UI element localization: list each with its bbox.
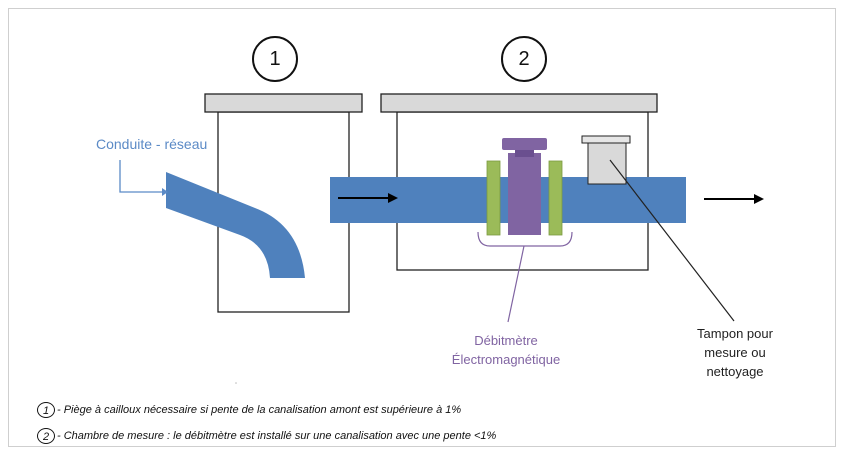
manhole-label: Tampon pour mesure ou nettoyage — [676, 324, 794, 381]
chamber-2-number-badge: 2 — [501, 36, 547, 82]
manhole-label-line1: Tampon pour — [697, 326, 773, 341]
meter-body — [508, 153, 541, 235]
pipe-network-label: Conduite - réseau — [96, 136, 208, 152]
flowmeter-callout-line — [507, 245, 525, 323]
meter-neck — [515, 149, 534, 157]
legend-number-1: 1 — [37, 402, 55, 418]
manhole-label-line2: mesure ou — [704, 345, 766, 360]
flowmeter-label-line2: Électromagnétique — [451, 352, 561, 367]
legend-text-1: - Piège à cailloux nécessaire si pente d… — [57, 404, 462, 416]
manhole-cap — [581, 135, 631, 144]
flange-right — [548, 160, 563, 236]
chamber-1-lid — [204, 93, 363, 113]
inlet-pipe — [166, 172, 305, 278]
flow-arrow-in-head — [388, 193, 398, 203]
flowmeter-label: Débitmètre Électromagnétique — [436, 331, 576, 369]
chamber-2-lid — [380, 93, 658, 113]
stray-dot — [235, 382, 237, 384]
flow-arrow-out-head — [754, 194, 764, 204]
manhole-body — [587, 142, 627, 185]
manhole-callout-line — [609, 159, 735, 322]
chamber-1-number-badge: 1 — [252, 36, 298, 82]
pipe-callout-line — [119, 160, 162, 193]
legend-item-2: 2 - Chambre de mesure : le débitmètre es… — [37, 428, 496, 444]
figure-frame — [8, 8, 836, 447]
pipe-callout-arrowhead — [162, 188, 168, 196]
legend-number-2: 2 — [37, 428, 55, 444]
legend-item-1: 1 - Piège à cailloux nécessaire si pente… — [37, 402, 461, 418]
legend-text-2: - Chambre de mesure : le débitmètre est … — [57, 430, 497, 442]
flange-left — [486, 160, 501, 236]
manhole-label-line3: nettoyage — [706, 364, 764, 379]
flowmeter-label-line1: Débitmètre — [474, 333, 538, 348]
meter-head — [502, 138, 547, 150]
